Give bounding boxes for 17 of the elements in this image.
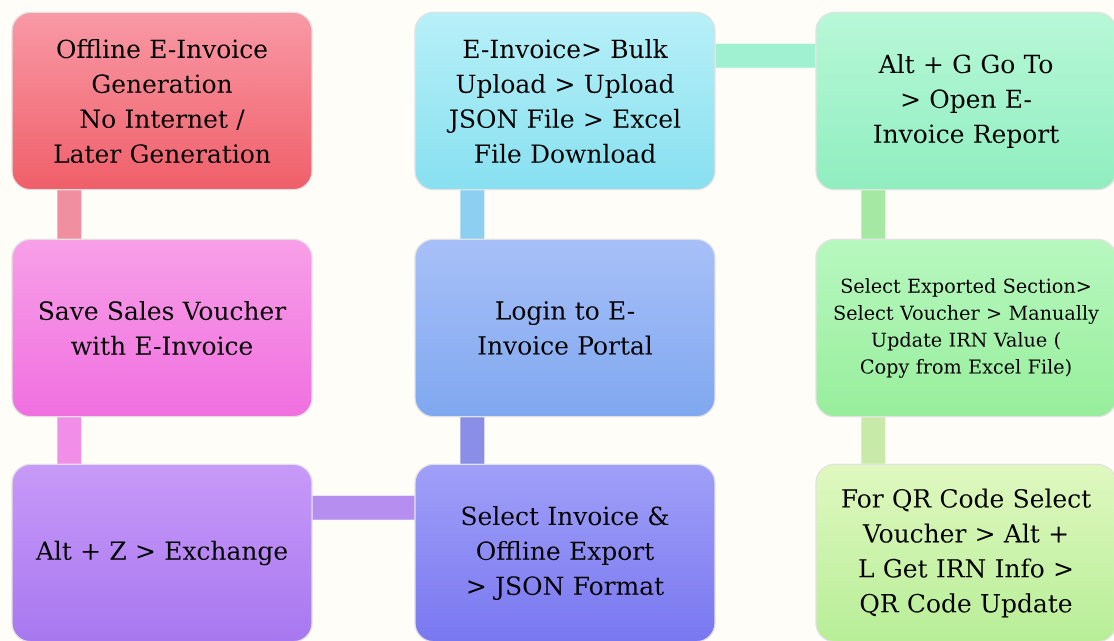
connector-bar xyxy=(57,190,82,239)
connector-bar xyxy=(861,417,886,464)
process-box: Alt + G Go To > Open E-Invoice Report xyxy=(815,11,1114,191)
process-box: For QR Code Select Voucher > Alt + L Get IRN Info > QR Code Update xyxy=(815,463,1114,641)
connector-bar xyxy=(312,495,415,520)
process-box: E-Invoice> Bulk Upload > Upload JSON File > Excel File Download xyxy=(414,11,716,191)
process-box: Select Invoice & Offline Export > JSON Format xyxy=(414,463,716,641)
process-box: Offline E-Invoice Generation No Internet / Later Generation xyxy=(11,11,313,191)
connector-bar xyxy=(861,190,886,239)
connector-bar xyxy=(715,43,816,68)
connector-bar xyxy=(460,190,485,239)
connector-bar xyxy=(460,417,485,464)
process-box: Save Sales Voucher with E-Invoice xyxy=(11,238,313,418)
process-box: Login to E-Invoice Portal xyxy=(414,238,716,418)
process-box: Alt + Z > Exchange xyxy=(11,463,313,641)
connector-bar xyxy=(57,417,82,464)
process-box: Select Exported Section> Select Voucher > Manually Update IRN Value ( Copy from Excel File) xyxy=(815,238,1114,418)
